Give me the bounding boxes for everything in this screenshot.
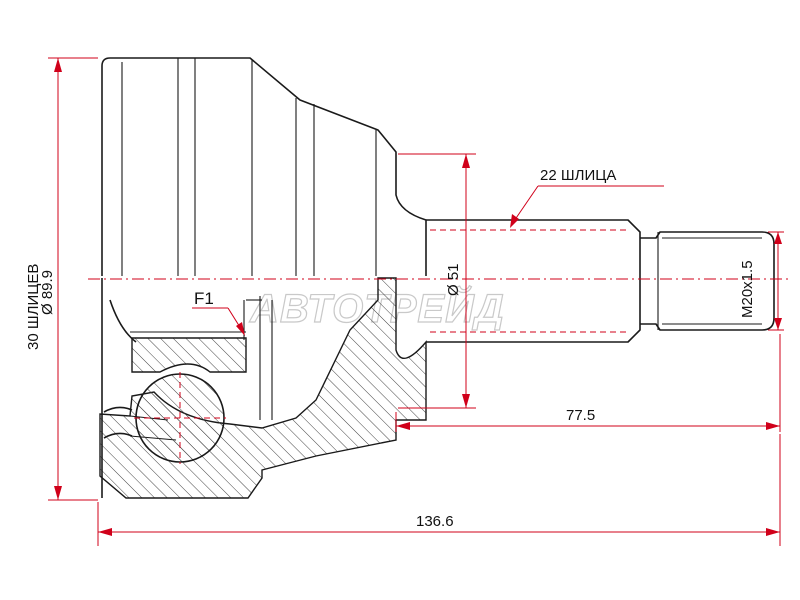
- thread-label: M20x1.5: [739, 260, 756, 318]
- stem-length-label: 77.5: [566, 407, 595, 424]
- housing-section: [99, 277, 427, 499]
- outer-diameter-label: Ø 89.9: [39, 270, 56, 315]
- dim-stem-length: [395, 334, 781, 432]
- fitting-label: F1: [194, 289, 214, 308]
- overall-length-label: 136.6: [416, 513, 454, 530]
- splined-stem: [426, 219, 775, 343]
- inner-splines-label: 30 ШЛИЦЕВ: [25, 264, 42, 350]
- stem-diameter-label: Ø 51: [445, 263, 462, 296]
- dim-outer-diameter: [48, 57, 98, 501]
- stem-splines-label: 22 ШЛИЦА: [540, 167, 616, 184]
- dim-stem-diameter: [398, 153, 476, 409]
- dim-overall-length: [97, 434, 781, 546]
- leader-fitting: [192, 307, 245, 336]
- leader-stem-splines: [510, 185, 664, 228]
- housing-outline: [101, 57, 427, 276]
- dim-thread: [768, 231, 784, 331]
